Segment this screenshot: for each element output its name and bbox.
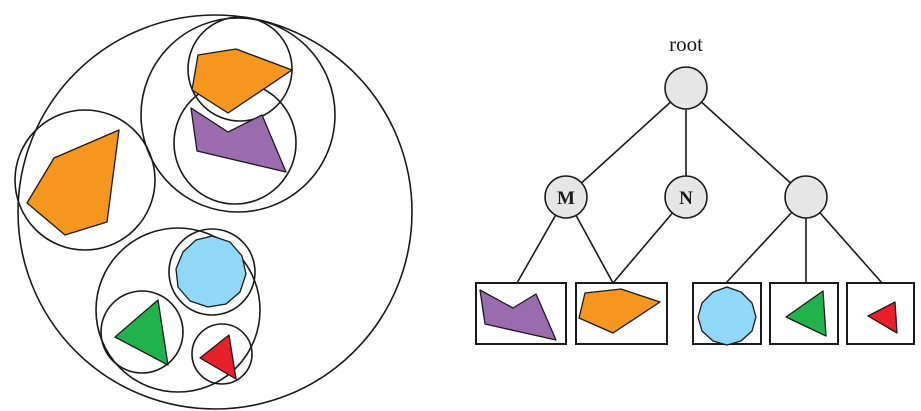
- orange-left-bounding-circle: [14, 109, 156, 251]
- root-label: root: [669, 32, 703, 56]
- outer-bounding-circle: [17, 14, 413, 410]
- orange-left-polygon: [26, 129, 120, 236]
- leaf-green-triangle: [785, 290, 827, 337]
- edge-root-m: [565, 87, 687, 198]
- light-blue-polygon: [175, 235, 247, 308]
- green-bounding-circle: [100, 290, 184, 374]
- edge-root-unlabeled: [685, 87, 807, 198]
- orange-upper-polygon: [191, 48, 293, 114]
- leaf-red-triangle: [867, 301, 898, 334]
- tree-node-unlabeled: [784, 175, 828, 219]
- lower-cluster-bounding-circle: [95, 227, 261, 393]
- tree-node-m-label: M: [557, 188, 575, 209]
- tree-node-root: [664, 66, 708, 110]
- hierarchy-tree-panel: root M N: [475, 32, 915, 346]
- red-bounding-circle: [191, 323, 253, 385]
- tree-node-n-label: N: [679, 188, 693, 209]
- upper-cluster-bounding-circle: [140, 17, 336, 213]
- tree-node-m: [544, 175, 588, 219]
- leaf-orange-polygon: [578, 288, 661, 334]
- tree-node-n: [664, 175, 708, 219]
- orange-upper-bounding-circle: [187, 16, 293, 122]
- leaf-light-blue-polygon: [697, 286, 757, 346]
- green-triangle: [114, 299, 169, 366]
- red-triangle: [199, 334, 237, 380]
- purple-upper-polygon: [190, 107, 287, 173]
- light-blue-bounding-circle: [168, 228, 256, 316]
- bounding-circles-panel: [14, 14, 413, 410]
- leaf-purple-polygon: [479, 289, 557, 341]
